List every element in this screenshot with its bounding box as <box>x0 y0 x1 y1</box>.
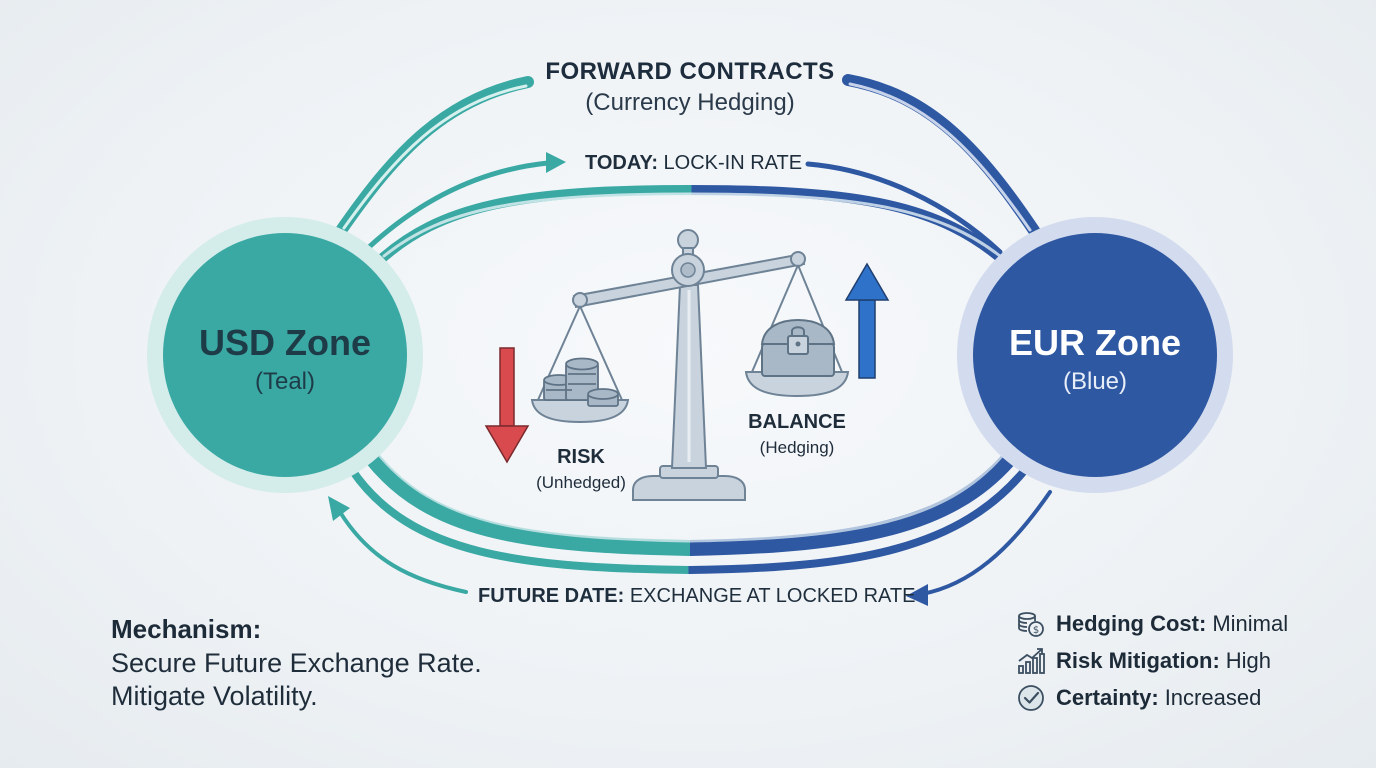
diagram-subtitle: (Currency Hedging) <box>585 89 795 116</box>
future-arrowhead-right <box>906 584 928 606</box>
stat-label-risk-mitigation: Risk Mitigation: <box>1056 648 1220 673</box>
usd-zone-subtitle: (Teal) <box>254 368 315 395</box>
eur-zone-circle <box>973 233 1217 477</box>
future-arrow-line-right <box>920 490 1052 596</box>
balance-sublabel: (Hedging) <box>759 438 835 457</box>
future-arrow-line-left <box>338 510 468 594</box>
eur-zone-title: EUR Zone <box>1008 322 1181 363</box>
mechanism-line-1: Secure Future Exchange Rate. <box>111 648 482 678</box>
future-flow-label: FUTURE DATE: EXCHANGE AT LOCKED RATE <box>478 585 915 608</box>
stat-value-hedging-cost: Minimal <box>1212 611 1289 636</box>
bottom-inner-band <box>364 450 1016 557</box>
balance-scale-icon <box>530 229 850 501</box>
usd-zone-title: USD Zone <box>198 322 371 363</box>
today-arrow-line <box>365 160 551 251</box>
coins-icon: $ <box>1018 612 1044 637</box>
stat-value-risk-mitigation: High <box>1225 648 1272 673</box>
check-circle-icon <box>1018 685 1044 711</box>
today-right-line <box>805 161 1003 255</box>
diagram-title: FORWARD CONTRACTS <box>545 58 835 85</box>
eur-zone-subtitle: (Blue) <box>1062 368 1128 395</box>
top-outer-arc-teal-highlight <box>342 84 528 230</box>
growth-chart-icon <box>1018 648 1045 674</box>
today-label: TODAY: <box>585 152 658 174</box>
stat-value-certainty: Increased <box>1164 685 1262 710</box>
today-arrowhead <box>546 152 566 173</box>
risk-sublabel: (Unhedged) <box>536 473 626 492</box>
svg-text:$: $ <box>1033 625 1039 636</box>
stat-hedging-cost: $ Hedging Cost: Minimal <box>1016 609 1288 639</box>
future-arrowhead-left <box>328 496 350 521</box>
stat-label-certainty: Certainty: <box>1056 685 1159 710</box>
up-arrow-icon <box>844 262 890 379</box>
coins-stack-icon <box>543 357 619 407</box>
today-text: LOCK-IN RATE <box>663 152 803 174</box>
risk-caption: RISK (Unhedged) <box>516 446 646 493</box>
usd-zone-circle <box>163 233 407 477</box>
stat-certainty: Certainty: Increased <box>1016 683 1261 713</box>
top-outer-arc-blue <box>842 74 1041 238</box>
down-arrow-icon <box>484 347 530 464</box>
risk-label: RISK <box>557 446 605 468</box>
bottom-inner-band-2 <box>348 466 1029 575</box>
bottom-inner-band-highlight <box>378 454 1004 543</box>
today-flow-label: TODAY: LOCK-IN RATE <box>585 152 802 175</box>
mechanism-line-2: Mitigate Volatility. <box>111 681 318 711</box>
top-inner-band-highlight <box>382 192 1002 258</box>
future-text: EXCHANGE AT LOCKED RATE <box>629 585 916 607</box>
top-outer-arc-blue-highlight <box>848 82 1032 232</box>
balance-caption: BALANCE (Hedging) <box>732 411 862 458</box>
locked-chest-icon <box>760 318 836 377</box>
future-label: FUTURE DATE: <box>478 585 625 607</box>
mechanism-heading: Mechanism: <box>111 614 262 644</box>
balance-label: BALANCE <box>748 411 846 433</box>
stat-label-hedging-cost: Hedging Cost: <box>1056 611 1207 636</box>
stat-risk-mitigation: Risk Mitigation: High <box>1016 646 1271 676</box>
